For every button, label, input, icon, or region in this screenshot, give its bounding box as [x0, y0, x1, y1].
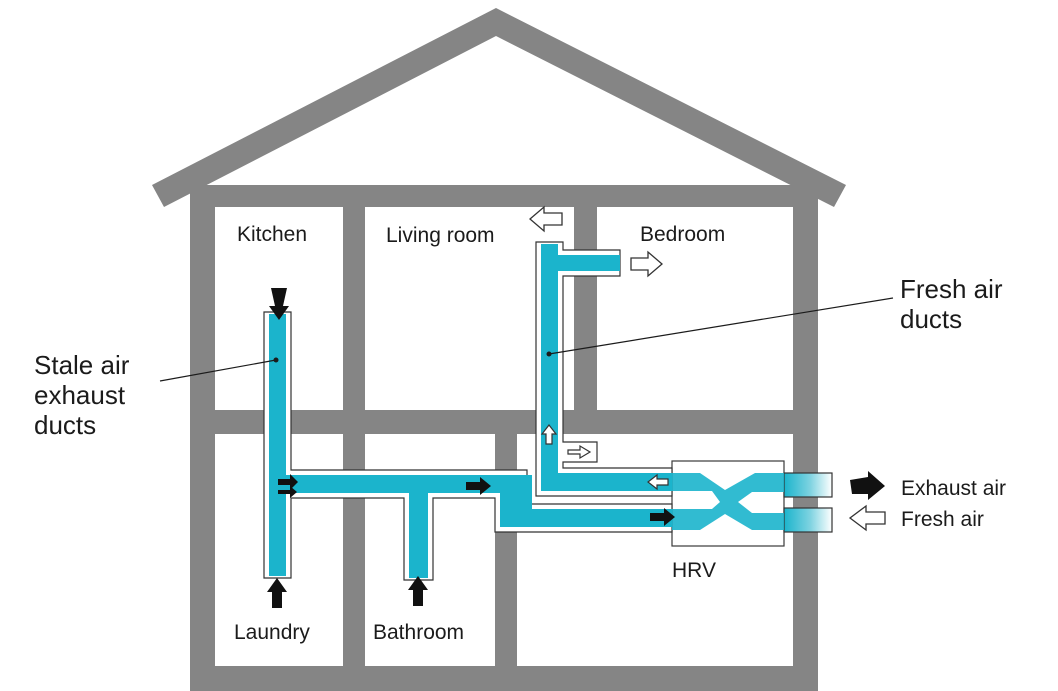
fresh-air-callout: Fresh air ducts: [900, 274, 1003, 334]
stale-air-leader-line: [159, 359, 277, 382]
stale-air-callout: Stale air exhaust ducts: [34, 350, 129, 440]
room-label-bedroom: Bedroom: [640, 223, 726, 246]
laundry-intake-arrow: [267, 578, 287, 608]
bathroom-intake-arrow: [408, 576, 428, 606]
room-label-living-room: Living room: [386, 224, 495, 247]
kitchen-intake-arrow: [269, 288, 289, 320]
living-room-supply-arrow: [529, 205, 563, 233]
outside-exhaust-duct: [783, 472, 833, 498]
wall-kitchen-living: [343, 185, 365, 434]
exhaust-flow-arrow: [466, 477, 491, 495]
fresh-air-intake-arrow: [848, 504, 886, 532]
left-wall: [190, 185, 215, 690]
stale-air-callout-line: ducts: [34, 410, 97, 440]
fresh-flow-arrow: [647, 473, 669, 491]
wall-laundry-bathroom: [343, 410, 365, 691]
exhaust-air-arrow: [850, 471, 885, 500]
house-frame: [152, 8, 846, 691]
room-label-kitchen: Kitchen: [237, 223, 308, 246]
fresh-flow-arrow: [567, 444, 592, 460]
fresh-flow-arrow: [540, 424, 558, 445]
fresh-air-callout-line: ducts: [900, 304, 963, 334]
exhaust-flow-arrow: [650, 508, 675, 526]
fresh-air-label: Fresh air: [901, 508, 984, 531]
roof: [152, 8, 846, 207]
fresh-air-leader-line: [548, 297, 894, 355]
wall-bathroom-hrv: [495, 410, 517, 691]
stale-air-exhaust-ducts: [263, 311, 673, 581]
stale-air-callout-line: Stale air: [34, 350, 130, 380]
leader-lines: [159, 297, 894, 382]
wall-living-bedroom: [574, 185, 597, 434]
exhaust-flow-arrow: [278, 486, 297, 498]
ducts: [263, 241, 833, 581]
hrv-label: HRV: [672, 559, 716, 582]
exhaust-flow-arrow: [278, 474, 298, 490]
hrv-crossflow: [672, 473, 784, 530]
bedroom-supply-arrow: [630, 250, 663, 278]
right-wall: [793, 185, 818, 690]
room-label-bathroom: Bathroom: [373, 621, 465, 644]
outside-fresh-duct: [783, 507, 833, 533]
airflow-arrows: [267, 205, 886, 608]
fresh-air-callout-line: Fresh air: [900, 274, 1003, 304]
room-label-laundry: Laundry: [234, 621, 310, 644]
stale-air-callout-line: exhaust: [34, 380, 126, 410]
exhaust-air-label: Exhaust air: [901, 477, 1007, 500]
top-ceiling: [190, 185, 818, 207]
